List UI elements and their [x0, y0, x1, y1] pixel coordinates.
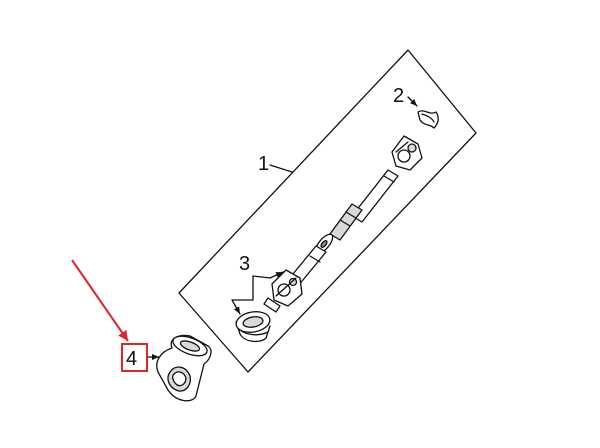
callout-leader-2 [407, 96, 418, 107]
callout-label-1: 1 [258, 153, 269, 175]
callout-label-4: 4 [126, 348, 137, 370]
part-3-seal [235, 311, 271, 343]
part-1-steering-shaft [263, 135, 423, 313]
callout-leader-3 [252, 271, 284, 279]
callout-leader-3b [231, 275, 254, 315]
callout-label-2: 2 [393, 85, 404, 107]
part-4-boot [156, 334, 212, 402]
highlight-pointer-arrow [71, 259, 129, 342]
callout-leader-1 [269, 164, 293, 173]
part-2-clip [417, 110, 439, 129]
assembly-outline-box [178, 49, 477, 373]
callout-4-highlight-box [121, 343, 148, 372]
callout-label-3: 3 [239, 253, 250, 275]
